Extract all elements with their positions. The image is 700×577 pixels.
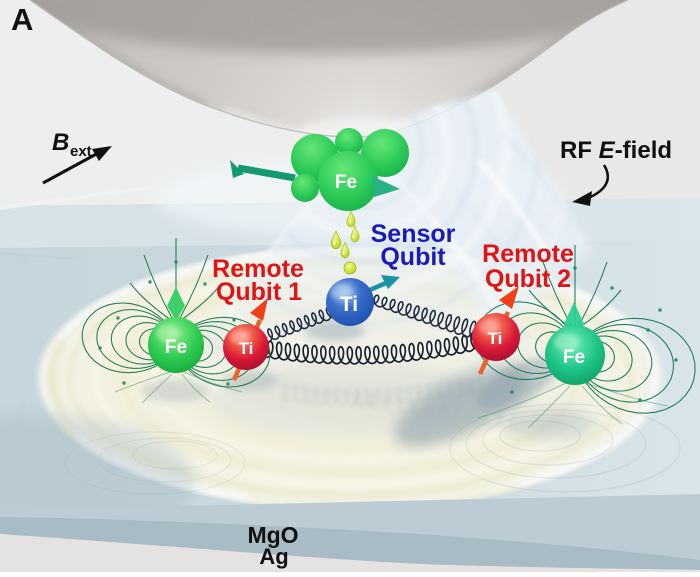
svg-text:Ag: Ag: [259, 544, 288, 569]
svg-text:Ti: Ti: [340, 293, 358, 316]
svg-text:Ti: Ti: [239, 339, 254, 358]
svg-text:Ti: Ti: [488, 329, 503, 348]
svg-text:Sensor: Sensor: [371, 220, 456, 248]
svg-text:RF E-field: RF E-field: [560, 137, 672, 164]
svg-text:B: B: [52, 129, 69, 156]
svg-text:ext: ext: [70, 143, 92, 160]
svg-text:Fe: Fe: [335, 172, 357, 193]
svg-text:Qubit: Qubit: [380, 243, 446, 271]
svg-text:Fe: Fe: [165, 337, 187, 358]
svg-text:Remote: Remote: [212, 255, 304, 283]
svg-text:Qubit 1: Qubit 1: [216, 278, 302, 306]
svg-text:MgO: MgO: [247, 522, 298, 548]
svg-text:A: A: [11, 2, 33, 37]
svg-text:Remote: Remote: [482, 240, 574, 268]
svg-text:Qubit 2: Qubit 2: [485, 265, 571, 293]
svg-text:Fe: Fe: [563, 347, 585, 368]
